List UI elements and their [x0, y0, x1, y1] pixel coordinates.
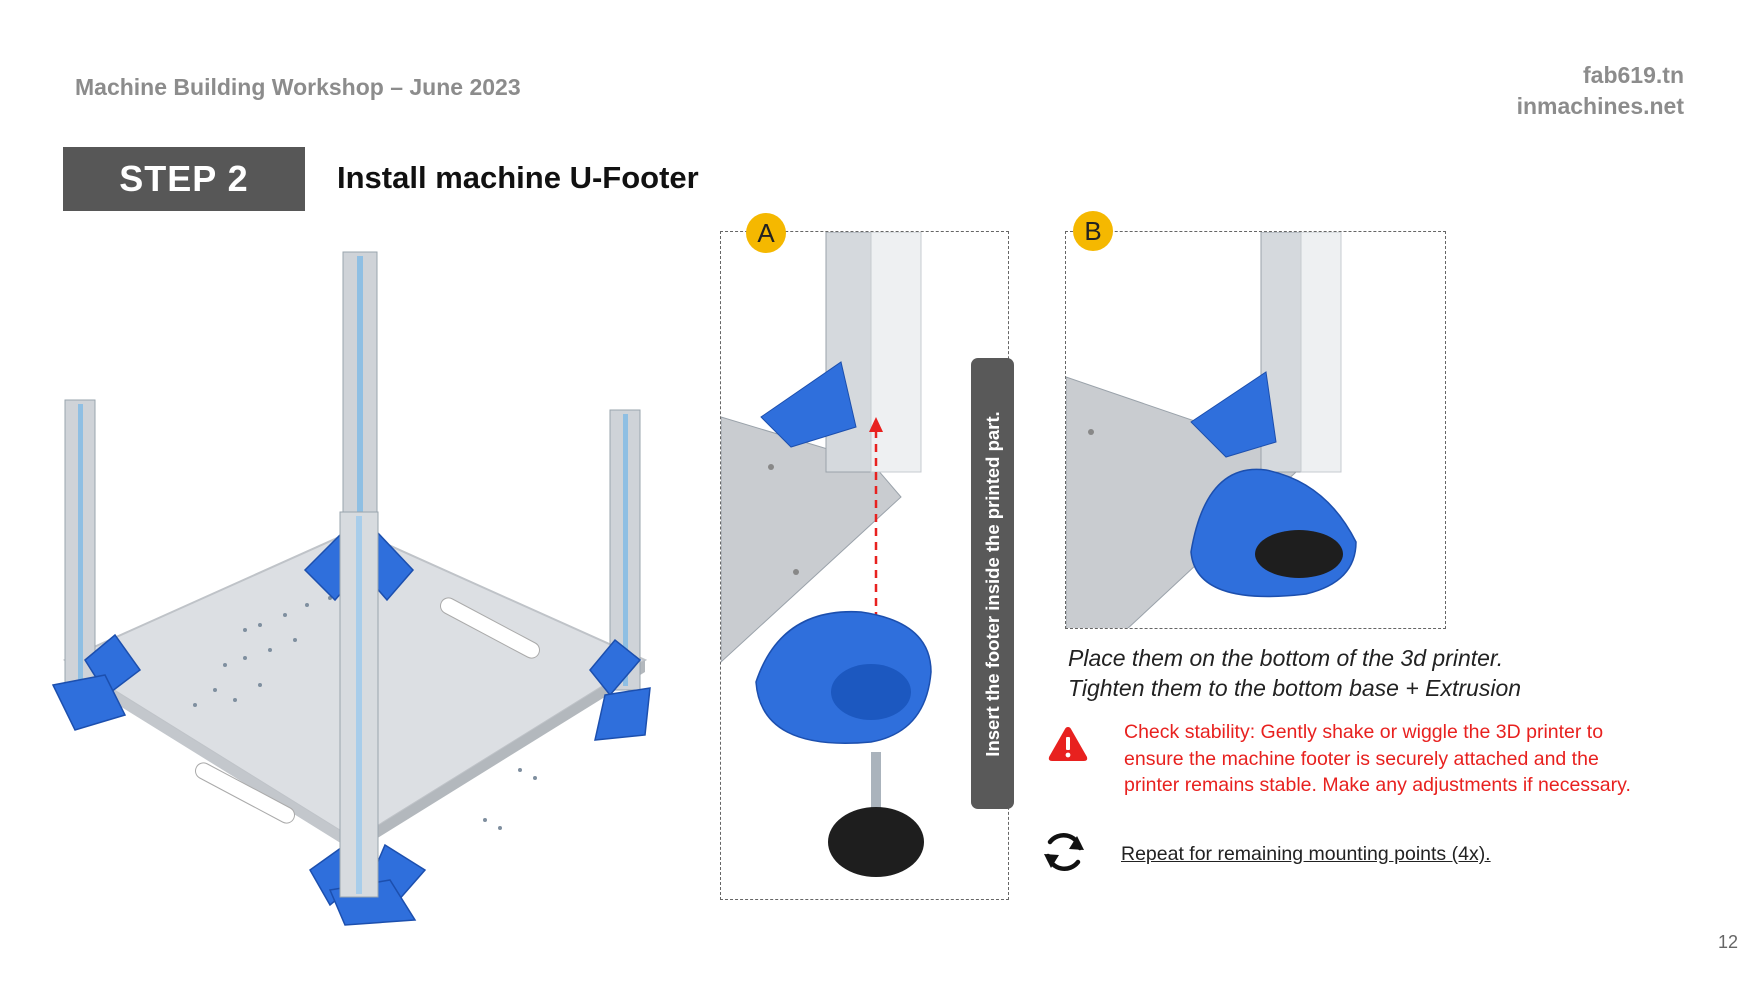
repeat-instruction: Repeat for remaining mounting points (4x…	[1121, 843, 1491, 865]
badge-b: B	[1073, 211, 1113, 251]
insert-instruction-text: Insert the footer inside the printed par…	[981, 410, 1003, 757]
step-label: STEP 2	[63, 147, 305, 211]
caption-line-2: Tighten them to the bottom base + Extrus…	[1068, 675, 1522, 701]
detail-panel-a	[720, 231, 1009, 900]
page-number: 12	[1717, 932, 1738, 952]
brand-site-2: inmachines.net	[1516, 93, 1684, 119]
insert-instruction-label: Insert the footer inside the printed par…	[971, 358, 1014, 809]
stability-warning: Check stability: Gently shake or wiggle …	[1124, 721, 1631, 796]
machine-frame-illustration	[51, 251, 651, 926]
step-title: Install machine U-Footer	[337, 160, 699, 195]
footer-mounted-illustration	[1066, 232, 1357, 628]
badge-a: A	[746, 213, 786, 253]
warning-triangle-icon	[1048, 727, 1088, 761]
detail-panel-b	[1065, 231, 1446, 629]
caption-line-1: Place them on the bottom of the 3d print…	[1068, 645, 1504, 671]
workshop-title: Machine Building Workshop – June 2023	[75, 74, 521, 100]
refresh-icon	[1044, 833, 1084, 871]
brand-site-1: fab619.tn	[1583, 62, 1684, 88]
placement-caption: Place them on the bottom of the 3d print…	[1068, 643, 1521, 703]
footer-insertion-illustration	[721, 232, 932, 877]
